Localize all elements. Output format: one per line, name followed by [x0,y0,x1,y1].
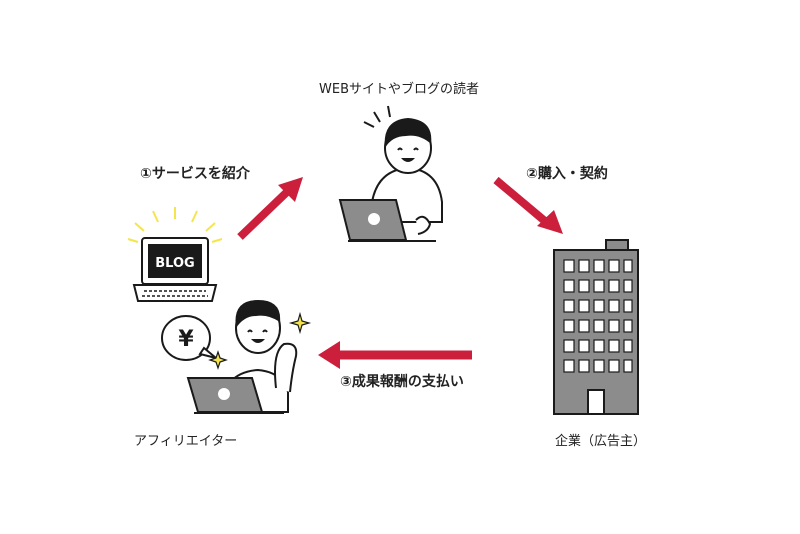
step1-label: ①サービスを紹介 [140,166,250,182]
building-windows [563,259,633,373]
building-door [587,389,605,415]
blog-screen-text: BLOG [155,256,194,271]
yen-symbol: ¥ [178,327,194,352]
reader-label: WEBサイトやブログの読者 [319,82,479,97]
affiliate-person-icon: ¥ [161,300,312,414]
reader-person-icon [338,105,443,242]
advertiser-label: 企業（広告主） [555,434,647,449]
affiliate-label: アフィリエイター [134,434,238,449]
building-icon [553,239,639,415]
step3-label: ③成果報酬の支払い [340,374,464,390]
step2-label: ②購入・契約 [526,166,608,182]
blog-laptop-icon: BLOG [127,207,223,302]
